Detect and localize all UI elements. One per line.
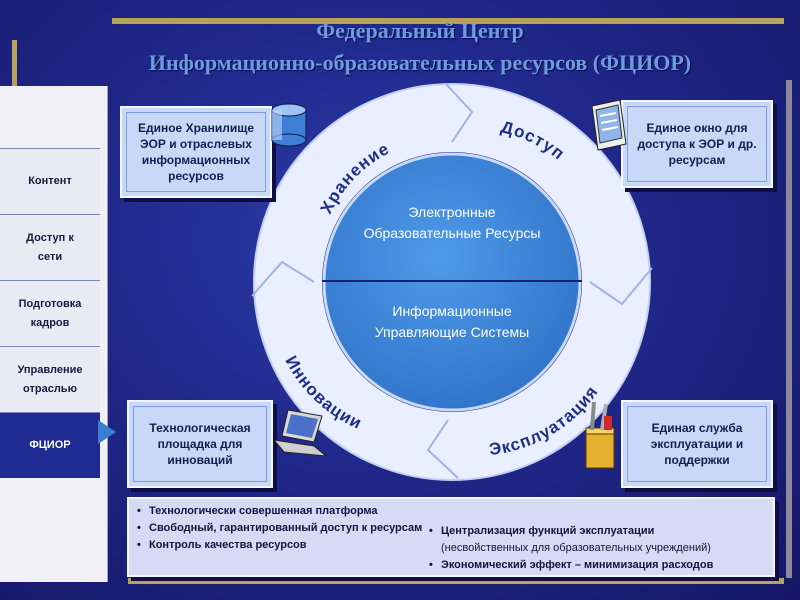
list-item: Экономический эффект – минимизация расхо… [427,557,771,574]
innovation-box: Технологическая площадка для инноваций [127,400,273,488]
list-item-sub: (несвойственных для образовательных учре… [441,542,711,554]
bottom-panel: Технологически совершенная платформа Сво… [127,497,775,577]
sidebar-item-label: Управление отраслью [17,363,83,395]
benefits-list-left: Технологически совершенная платформа Сво… [135,503,425,554]
sidebar-item-industry-management[interactable]: Управление отраслью [0,346,100,412]
sidebar-item-label: ФЦИОР [29,439,71,451]
innovation-box-text: Технологическая площадка для инноваций [149,421,251,467]
sidebar-item-network-access[interactable]: Доступ к сети [0,214,100,280]
page-title-line1: Федеральный Центр [316,18,524,43]
database-icon [271,103,307,147]
gold-border-bottom [128,578,784,584]
ring-arrow-left [251,260,315,297]
access-box: Единое окно для доступа к ЭОР и др. ресу… [621,100,773,188]
center-bottom-label: Информационные Управляющие Системы [374,303,530,340]
list-item-main: Централизация функций эксплуатации [441,525,655,537]
sidebar-item-content[interactable]: Контент [0,148,100,214]
sidebar-item-label: Контент [28,175,72,187]
border-right [786,80,792,578]
active-arrow-icon [98,420,116,444]
sidebar: Контент Доступ к сети Подготовка кадров … [0,86,108,582]
center-top-label: Электронные Образовательные Ресурсы [363,204,541,241]
ring-arrow-right [589,267,653,306]
sidebar-item-fcior[interactable]: ФЦИОР [0,412,100,478]
page-title-line2: Информационно-образовательных ресурсов (… [148,50,692,75]
gold-border-top [112,18,784,24]
sidebar-item-label: Доступ к сети [26,231,74,263]
laptop-icon [272,409,328,457]
toolbox-icon [585,401,615,469]
document-window-icon [591,99,627,151]
ring-arrow-bottom [426,419,459,479]
list-item: Централизация функций эксплуатации (несв… [427,523,771,557]
storage-box: Единое Хранилище ЭОР и отраслевых информ… [120,106,272,198]
list-item-main: Экономический эффект – минимизация расхо… [441,559,714,571]
sidebar-item-training[interactable]: Подготовка кадров [0,280,100,346]
operation-box: Единая служба эксплуатации и поддержки [621,400,773,488]
list-item: Свободный, гарантированный доступ к ресу… [135,520,425,537]
operation-box-text: Единая служба эксплуатации и поддержки [650,421,744,467]
storage-box-text: Единое Хранилище ЭОР и отраслевых информ… [137,121,254,183]
list-item: Контроль качества ресурсов [135,537,425,554]
sidebar-item-label: Подготовка кадров [18,297,82,329]
ring-arrow-top [445,83,474,143]
list-item: Технологически совершенная платформа [135,503,425,520]
benefits-list-right: Централизация функций эксплуатации (несв… [427,523,771,574]
gold-border-left [12,40,17,86]
access-box-text: Единое окно для доступа к ЭОР и др. ресу… [637,121,757,167]
